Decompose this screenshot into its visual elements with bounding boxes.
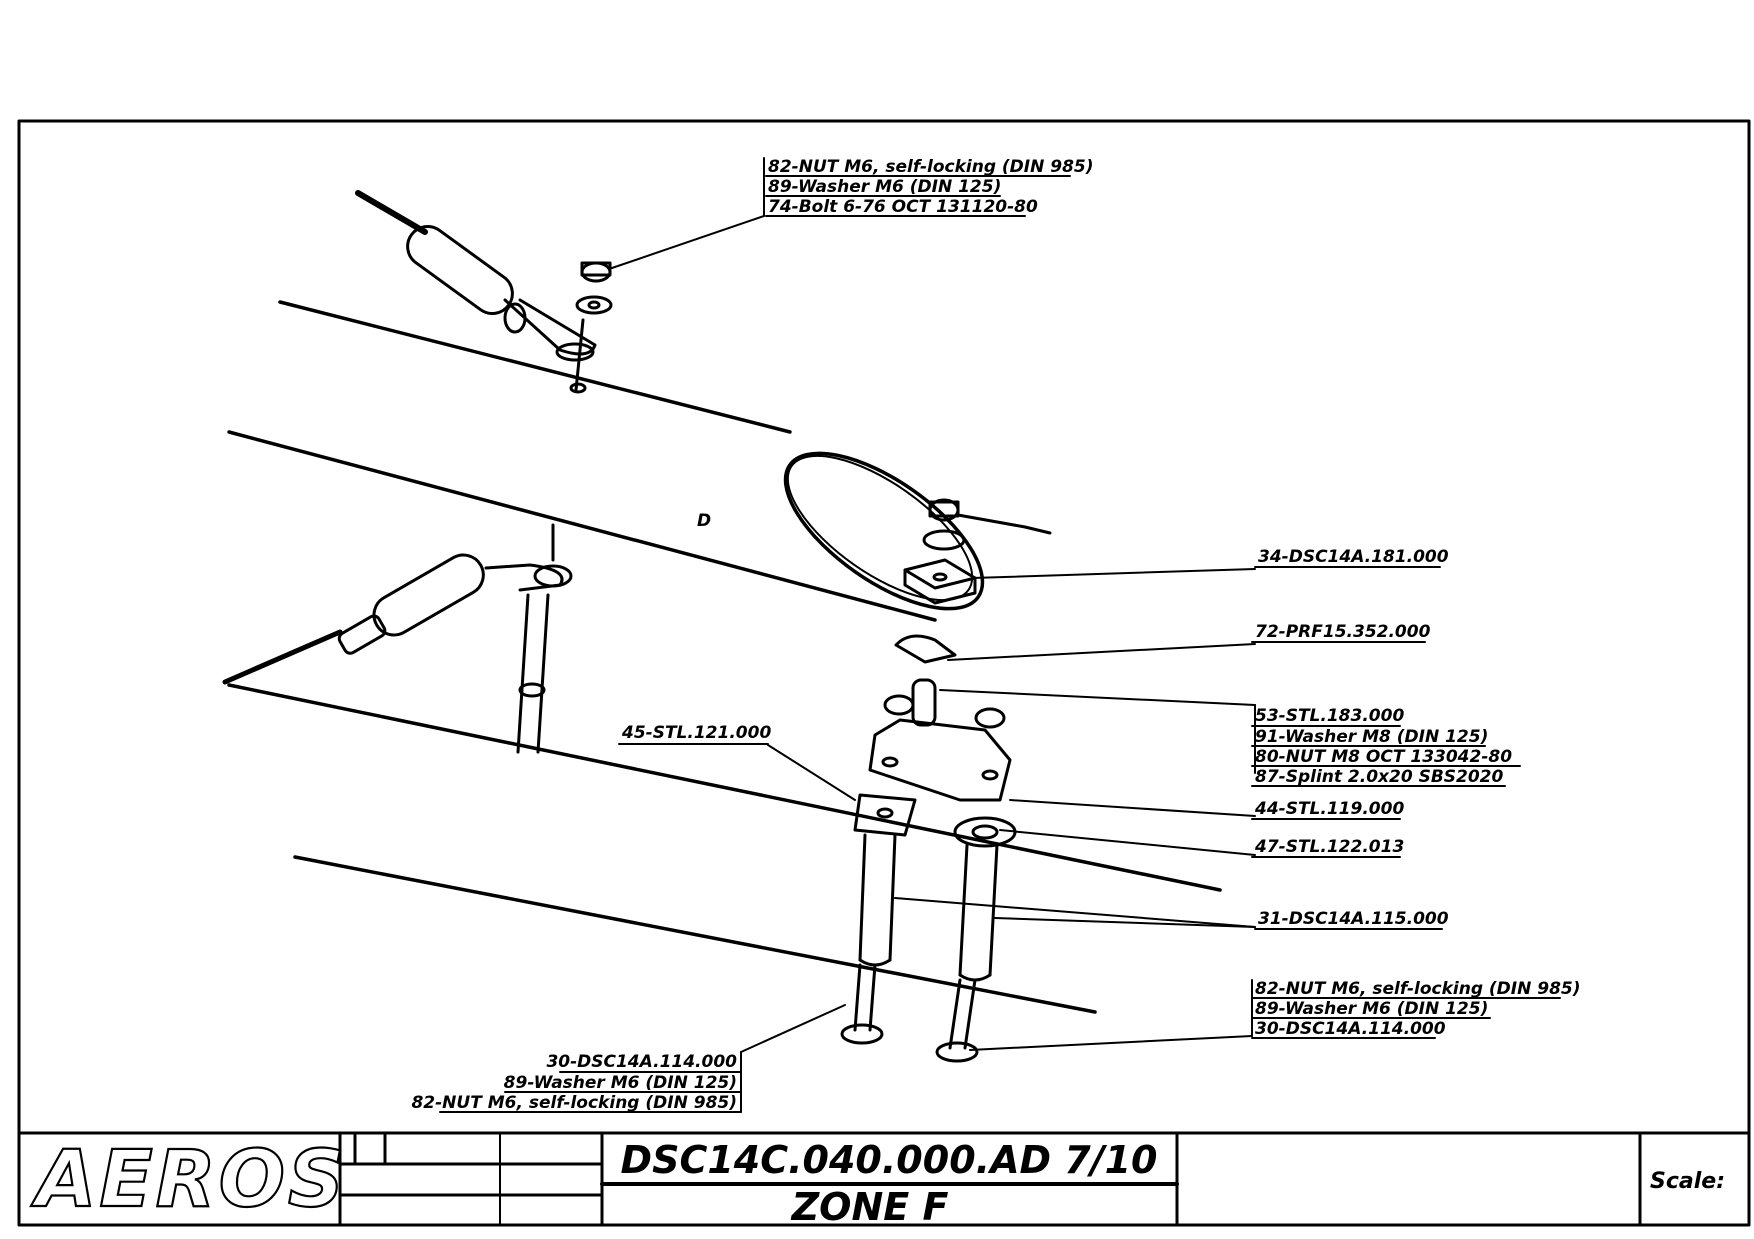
tube-structure (222, 300, 1222, 1014)
callout-44: 44-STL.119.000 (1251, 799, 1404, 820)
callout-nut-m6: 82-NUT M6, self-locking (DIN 985) (768, 157, 1094, 177)
callout-45-text: 45-STL.121.000 (621, 723, 771, 743)
leader-lines (611, 157, 1256, 1113)
callout-53: 53-STL.183.000 (1255, 706, 1404, 726)
callout-87: 87-Splint 2.0x20 SBS2020 (1255, 767, 1504, 787)
sheet-frame (17, 119, 1751, 1227)
zone-label: ZONE F (791, 1185, 949, 1229)
callout-80: 80-NUT M8 OCT 133042-80 (1255, 747, 1512, 767)
callout-right-group: 53-STL.183.000 91-Washer M8 (DIN 125) 80… (1251, 706, 1521, 787)
callout-bottom-right-group: 82-NUT M6, self-locking (DIN 985) 89-Was… (1251, 979, 1581, 1039)
callout-44-text: 44-STL.119.000 (1254, 799, 1404, 819)
callout-bl-nut: 82-NUT M6, self-locking (DIN 985) (411, 1093, 737, 1113)
callout-br-nut: 82-NUT M6, self-locking (DIN 985) (1255, 979, 1581, 999)
callout-bl-washer: 89-Washer M6 (DIN 125) (504, 1073, 737, 1093)
callout-br-washer: 89-Washer M6 (DIN 125) (1255, 999, 1488, 1019)
callout-45: 45-STL.121.000 (618, 723, 771, 745)
callout-bottom-left-group: 30-DSC14A.114.000 89-Washer M6 (DIN 125)… (411, 1052, 742, 1113)
callout-top-left-group: 82-NUT M6, self-locking (DIN 985) 89-Was… (765, 157, 1094, 217)
lower-cable-fitting (337, 523, 573, 754)
upper-nut-washer (569, 261, 613, 394)
callout-31-text: 31-DSC14A.115.000 (1258, 909, 1449, 929)
callout-31: 31-DSC14A.115.000 (1254, 909, 1449, 930)
callout-washer-m6: 89-Washer M6 (DIN 125) (768, 177, 1001, 197)
drawing-number: DSC14C.040.000.AD 7/10 (621, 1138, 1158, 1182)
callout-47: 47-STL.122.013 (1251, 837, 1404, 858)
callout-91: 91-Washer M8 (DIN 125) (1255, 727, 1488, 747)
title-block: AEROS DSC14C.040.000.AD 7/10 ZONE F Scal… (29, 1131, 1725, 1229)
callout-br-bolt: 30-DSC14A.114.000 (1255, 1019, 1446, 1039)
callout-72: 72-PRF15.352.000 (1251, 622, 1431, 643)
aeros-logo: AEROS (30, 1135, 347, 1225)
scale-label: Scale: (1650, 1169, 1725, 1194)
callout-47-text: 47-STL.122.013 (1254, 837, 1404, 857)
upper-cable-fitting (355, 190, 597, 392)
callout-34-text: 34-DSC14A.181.000 (1258, 547, 1449, 567)
callout-34: 34-DSC14A.181.000 (1254, 547, 1449, 568)
right-lower-hardware (840, 694, 1017, 1063)
callout-bl-bolt: 30-DSC14A.114.000 (546, 1052, 737, 1072)
callout-bolt: 74-Bolt 6-76 OCT 131120-80 (768, 197, 1038, 217)
tube-marker-label: D (697, 511, 711, 531)
callout-72-text: 72-PRF15.352.000 (1255, 622, 1431, 642)
